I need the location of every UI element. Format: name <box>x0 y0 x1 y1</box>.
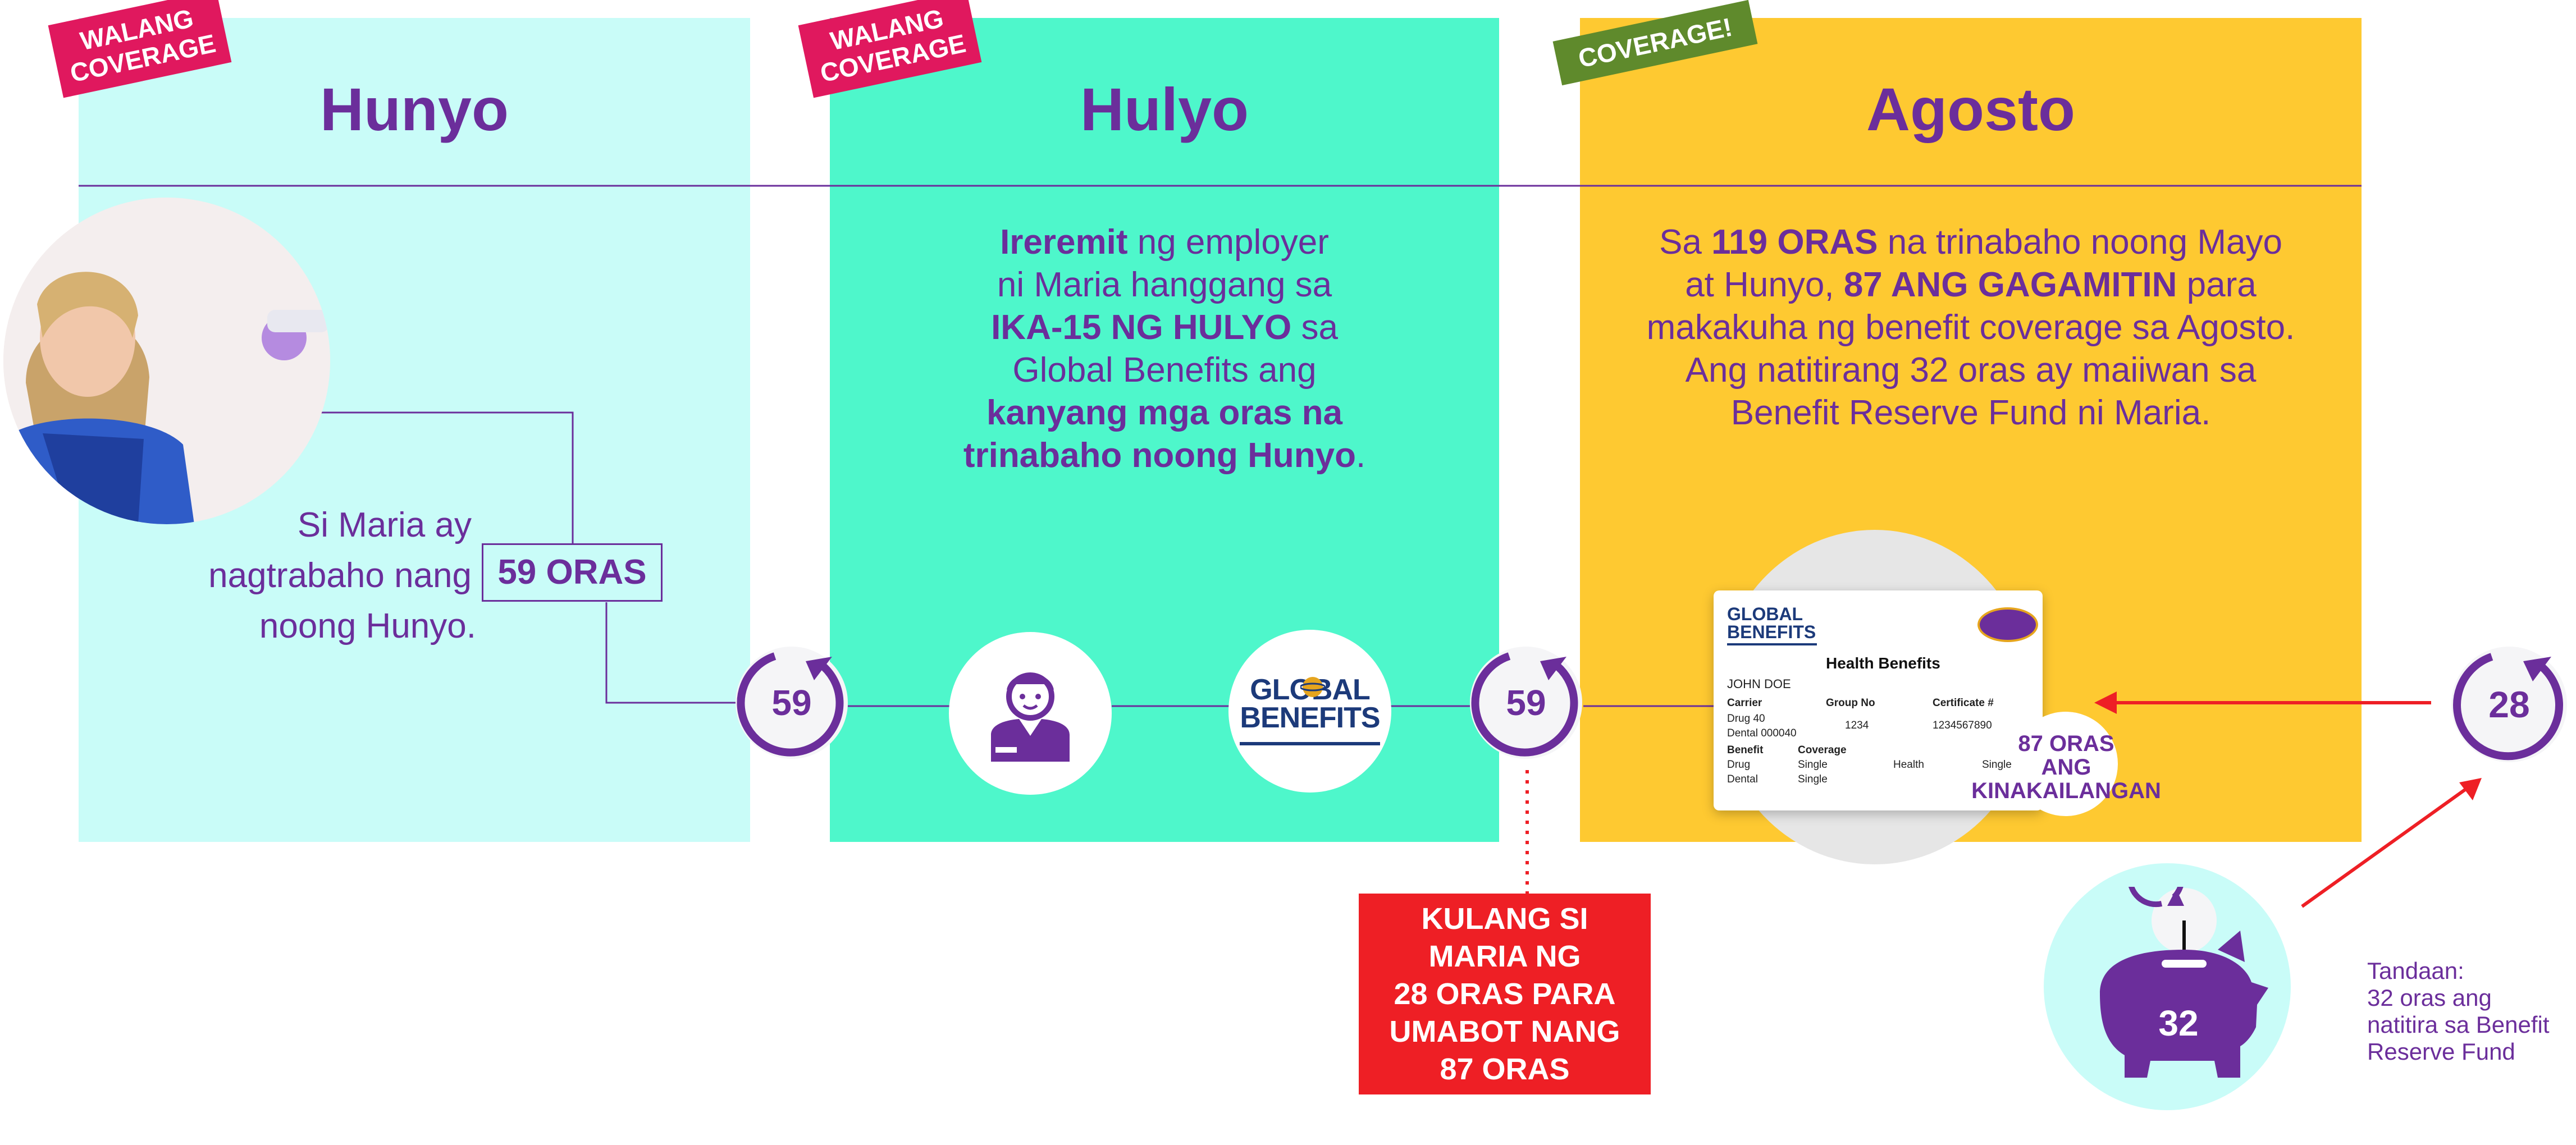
july-month-title: Hulyo <box>1080 75 1249 143</box>
required-hours-bubble <box>2013 712 2118 816</box>
globe-icon <box>1300 677 1325 697</box>
piggy-bank-icon <box>2100 887 2268 1078</box>
card-logo: GLOBAL BENEFITS <box>1727 604 1816 642</box>
worker-illustration <box>3 198 330 524</box>
june-hours-box: 59 ORAS <box>482 543 663 602</box>
card-row1-benefit: Drug <box>1727 759 1751 771</box>
worker-photo <box>3 198 330 524</box>
reserve-note: Tandaan: 32 oras ang natitira sa Benefit… <box>2367 958 2550 1065</box>
card-col-benefit: Benefit <box>1727 744 1764 756</box>
card-row1-extra2: Single <box>1982 759 2012 771</box>
employer-node <box>949 632 1112 795</box>
piggy-hours: 32 <box>2158 1003 2199 1043</box>
card-row1-coverage: Single <box>1798 759 1828 771</box>
august-month-title: Agosto <box>1866 75 2075 143</box>
card-col-coverage: Coverage <box>1798 744 1847 756</box>
card-col-carrier: Carrier <box>1727 697 1762 709</box>
august-text: Sa 119 ORAS na trinabaho noong Mayo at H… <box>1646 223 2295 432</box>
shortfall-alert: KULANG SI MARIA NG 28 ORAS PARA UMABOT N… <box>1359 894 1651 1094</box>
card-row1-extra: Health <box>1893 759 1924 771</box>
card-col-group: Group No <box>1826 697 1875 709</box>
required-hours-label: 87 ORAS ANG KINAKAILANGAN <box>1971 731 2161 803</box>
june-text-line3: noong Hunyo. <box>259 607 476 645</box>
card-title: Health Benefits <box>1826 654 1940 672</box>
employer-avatar-icon <box>991 672 1070 762</box>
june-hours-node: 59 <box>736 647 848 759</box>
card-col-cert: Certificate # <box>1933 697 1994 709</box>
card-group-no: 1234 <box>1845 720 1869 731</box>
july-text: Ireremit ng employer ni Maria hanggang s… <box>963 223 1366 475</box>
june-text-line1: Si Maria ay <box>297 506 472 544</box>
logo-underline <box>1240 742 1380 745</box>
card-drug-carrier: Drug 40 <box>1727 713 1765 725</box>
global-benefits-node: GLOBAL BENEFITS <box>1228 630 1391 793</box>
card-row2-benefit: Dental <box>1727 773 1758 785</box>
card-holder-name: JOHN DOE <box>1727 677 1791 691</box>
cycle-arrow-icon <box>737 652 844 757</box>
card-seal-icon <box>1977 607 2038 642</box>
reserve-needed-node: 28 <box>2451 647 2567 762</box>
august-hours-node: 59 <box>1470 647 1582 759</box>
june-text-line2: nagtrabaho nang <box>208 556 472 595</box>
health-card: GLOBAL BENEFITS Health Benefits JOHN DOE… <box>1714 590 2043 810</box>
cycle-arrow-icon <box>1471 652 1578 757</box>
june-month-title: Hunyo <box>320 75 509 143</box>
card-logo-underline <box>1727 643 1817 645</box>
card-dental-carrier: Dental 000040 <box>1727 727 1797 739</box>
card-cert-no: 1234567890 <box>1933 720 1992 731</box>
card-row2-coverage: Single <box>1798 773 1828 785</box>
cycle-arrow-icon <box>2453 653 2563 761</box>
